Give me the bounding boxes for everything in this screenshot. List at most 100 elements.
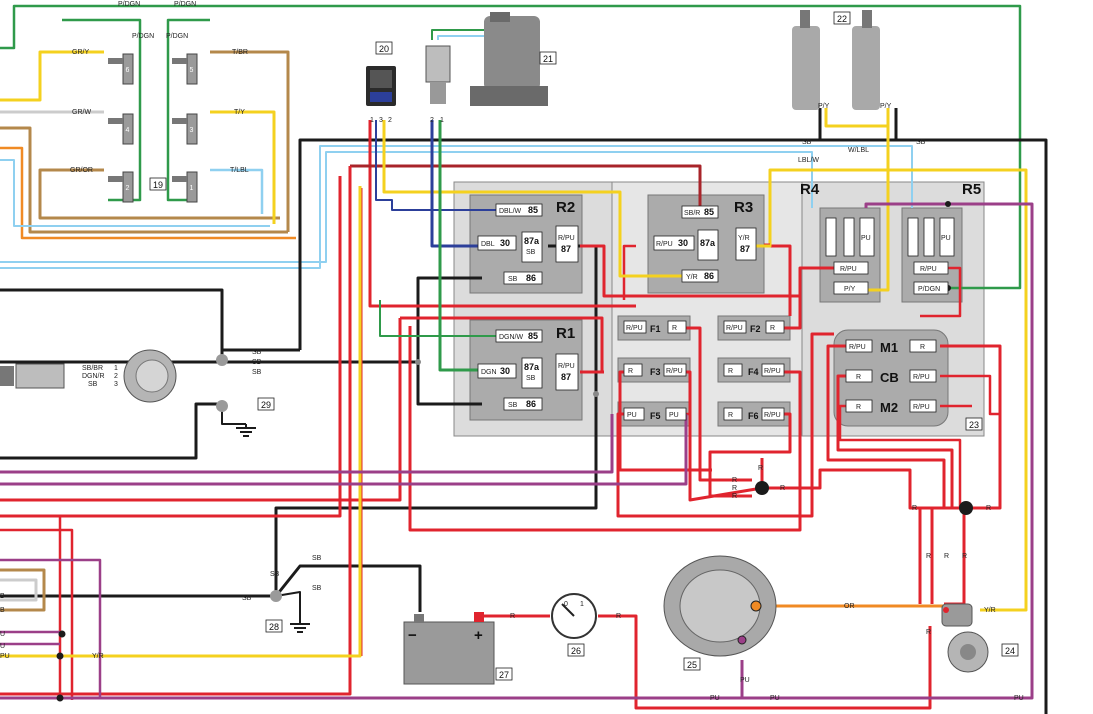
wl-top-4: P/DGN xyxy=(166,33,188,40)
wl-sb-1: SB xyxy=(252,349,262,356)
injector-label: 5 xyxy=(190,67,194,74)
relay-r5: R5 PU R/PU P/DGN xyxy=(907,181,981,295)
wire-labels: P/DGN P/DGN P/DGN P/DGN GR/Y GR/W GR/OR … xyxy=(0,1,1024,702)
sensor-pin-3: 3 xyxy=(114,381,118,388)
relay-r4: R4 PU R/PU P/Y xyxy=(800,181,875,295)
wl-left-3: GR/OR xyxy=(70,167,93,174)
wl-right-1: T/BR xyxy=(232,49,248,56)
fuse-f1: R/PU F1 R xyxy=(623,320,687,334)
sensor-wire-2: DGN/R xyxy=(82,373,105,380)
wl-right-2: T/Y xyxy=(234,109,245,116)
fuse-block-number: 23 xyxy=(969,420,979,430)
wl-b-13: Y/R xyxy=(984,607,996,614)
f1-left: R/PU xyxy=(626,325,643,332)
wl-edge-4: U xyxy=(0,643,5,650)
r1-pin-sb86: SB xyxy=(508,402,518,409)
r3-pin-sbr: SB/R xyxy=(684,210,700,217)
wl-edge-2: B xyxy=(0,607,5,614)
f5-right: PU xyxy=(669,412,679,419)
ground-a-box xyxy=(265,619,283,633)
f3-right: R/PU xyxy=(666,368,683,375)
f1-name: F1 xyxy=(650,324,661,334)
r5-pin-pu: PU xyxy=(941,235,951,242)
injector-label: 4 xyxy=(126,127,130,134)
cb-name: CB xyxy=(880,370,899,385)
m2-left: R xyxy=(856,404,861,411)
wl-sb-2: SB xyxy=(252,359,262,366)
injector-label: 1 xyxy=(190,185,194,192)
wl-edge-1: B xyxy=(0,593,5,600)
m1-name: M1 xyxy=(880,340,898,355)
r1-pin-85: 85 xyxy=(528,331,538,341)
battery-number: 27 xyxy=(499,670,509,680)
wl-b-18: R xyxy=(732,493,737,500)
coils-22: 22 P/Y P/Y xyxy=(792,10,892,110)
wl-b-22: R xyxy=(944,553,949,560)
pump-21: 21 2 1 xyxy=(425,12,557,124)
wl-bus-4: LBL/W xyxy=(798,157,819,164)
f6-name: F6 xyxy=(748,411,759,421)
r2-pin-30: 30 xyxy=(500,238,510,248)
wl-b-23: R xyxy=(962,553,967,560)
f4-name: F4 xyxy=(748,367,759,377)
f3-left: R xyxy=(628,368,633,375)
wl-edge-5: PU xyxy=(0,653,10,660)
fuse-f5: PU F5 PU xyxy=(623,407,687,421)
injector-number: 19 xyxy=(153,180,163,190)
f2-name: F2 xyxy=(750,324,761,334)
r2-pin-sb86: SB xyxy=(508,276,518,283)
f6-left: R xyxy=(728,412,733,419)
battery-pos: + xyxy=(474,627,483,644)
pump-pin-2: 2 xyxy=(430,117,434,124)
r4-pin-rpu: R/PU xyxy=(840,266,857,273)
wl-b-15: R xyxy=(780,485,785,492)
f4-left: R xyxy=(728,368,733,375)
r3-pin-rpu: R/PU xyxy=(656,241,673,248)
relay-r5-name: R5 xyxy=(962,181,981,198)
battery-neg: − xyxy=(408,627,417,644)
sensor-pin-2: 2 xyxy=(114,373,118,380)
f5-name: F5 xyxy=(650,411,661,421)
wl-b-16: R xyxy=(732,477,737,484)
gauge-26: 0 1 26 xyxy=(551,593,597,657)
injector: 1 xyxy=(172,171,198,203)
alternator-25: 25 xyxy=(663,555,777,671)
r1-pin-30: 30 xyxy=(500,366,510,376)
r2-pin-dbl: DBL xyxy=(481,241,495,248)
f5-left: PU xyxy=(627,412,637,419)
r1-pin-dgn: DGN xyxy=(481,369,497,376)
starter-24: 24 xyxy=(941,603,1019,673)
r2-pin-87: 87 xyxy=(561,244,571,254)
gauge-number: 26 xyxy=(571,646,581,656)
wl-top-2: P/DGN xyxy=(174,1,196,8)
wl-b-5: Y/R xyxy=(92,653,104,660)
r3-pin-30: 30 xyxy=(678,238,688,248)
cb-left: R xyxy=(856,374,861,381)
wl-b-24: R xyxy=(926,629,931,636)
wl-bus-3: SB xyxy=(916,139,926,146)
f6-right: R/PU xyxy=(764,412,781,419)
fuse-f6: R F6 R/PU xyxy=(723,407,785,421)
wl-bus-2: W/LBL xyxy=(848,147,869,154)
r3-pin-yr86: Y/R xyxy=(686,274,698,281)
m2-right: R/PU xyxy=(913,404,930,411)
r1-pin-86: 86 xyxy=(526,399,536,409)
relay-r1-name: R1 xyxy=(556,325,575,342)
injector: 4 xyxy=(108,113,134,145)
wl-b-17: R xyxy=(732,485,737,492)
wl-b-7: R xyxy=(616,613,621,620)
wl-top-1: P/DGN xyxy=(118,1,140,8)
wl-top-3: P/DGN xyxy=(132,33,154,40)
sensor-wire-3: SB xyxy=(88,381,98,388)
wl-b-2: SB xyxy=(312,555,322,562)
r1-pin-87: 87 xyxy=(561,372,571,382)
r3-pin-yr: Y/R xyxy=(738,235,750,242)
f3-name: F3 xyxy=(650,367,661,377)
wl-b-14: R xyxy=(758,465,763,472)
wl-bus-1: SB xyxy=(802,139,812,146)
r5-pin-rpu: R/PU xyxy=(920,266,937,273)
wl-b-9: PU xyxy=(740,677,750,684)
